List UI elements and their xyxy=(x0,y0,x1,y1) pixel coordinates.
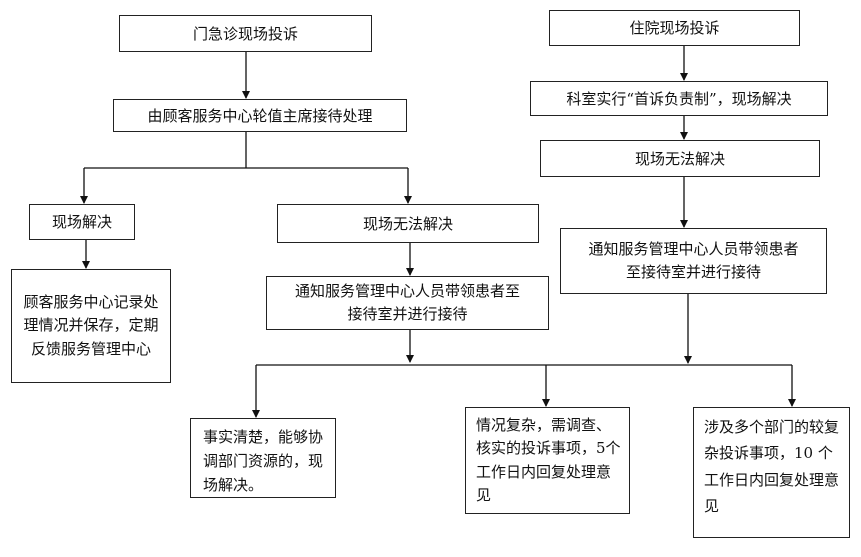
emergency-complaint-box: 门急诊现场投诉 xyxy=(119,15,372,52)
inpatient-complaint-label: 住院现场投诉 xyxy=(629,19,720,37)
emergency-handle-label: 由顾客服务中心轮值主席接待处理 xyxy=(147,106,373,125)
emergency-unresolved-label: 现场无法解决 xyxy=(362,214,453,233)
emergency-record-label: 顾客服务中心记录处理情况并保存，定期反馈服务管理中心 xyxy=(23,293,159,358)
emergency-notify-label: 通知服务管理中心人员带领患者至接待室并进行接待 xyxy=(295,281,521,323)
emergency-unresolved-box: 现场无法解决 xyxy=(277,204,539,243)
emergency-notify-box: 通知服务管理中心人员带领患者至接待室并进行接待 xyxy=(266,276,549,330)
emergency-handle-box: 由顾客服务中心轮值主席接待处理 xyxy=(113,99,407,132)
inpatient-complaint-box: 住院现场投诉 xyxy=(549,10,800,46)
outcome-multi-box: 涉及多个部门的较复杂投诉事项，10 个工作日内回复处理意见 xyxy=(693,407,850,538)
inpatient-unresolved-label: 现场无法解决 xyxy=(634,149,725,168)
inpatient-unresolved-box: 现场无法解决 xyxy=(540,140,820,177)
outcome-complex-box: 情况复杂，需调查、核实的投诉事项，5个工作日内回复处理意见 xyxy=(465,407,630,514)
emergency-complaint-label: 门急诊现场投诉 xyxy=(192,24,298,43)
inpatient-notify-box: 通知服务管理中心人员带领患者至接待室并进行接待 xyxy=(560,228,827,294)
inpatient-notify-label: 通知服务管理中心人员带领患者至接待室并进行接待 xyxy=(588,239,799,281)
outcome-clear-box: 事实清楚，能够协调部门资源的，现场解决。 xyxy=(190,418,336,498)
outcome-complex-label: 情况复杂，需调查、核实的投诉事项，5个工作日内回复处理意见 xyxy=(476,416,621,504)
emergency-record-box: 顾客服务中心记录处理情况并保存，定期反馈服务管理中心 xyxy=(11,269,171,383)
inpatient-first-label: 科室实行“首诉负责制”，现场解决 xyxy=(566,89,792,108)
inpatient-first-box: 科室实行“首诉负责制”，现场解决 xyxy=(530,81,828,116)
outcome-multi-label: 涉及多个部门的较复杂投诉事项，10 个工作日内回复处理意见 xyxy=(704,418,840,515)
outcome-clear-label: 事实清楚，能够协调部门资源的，现场解决。 xyxy=(203,428,324,494)
emergency-resolved-box: 现场解决 xyxy=(29,204,135,240)
emergency-resolved-label: 现场解决 xyxy=(51,213,112,231)
